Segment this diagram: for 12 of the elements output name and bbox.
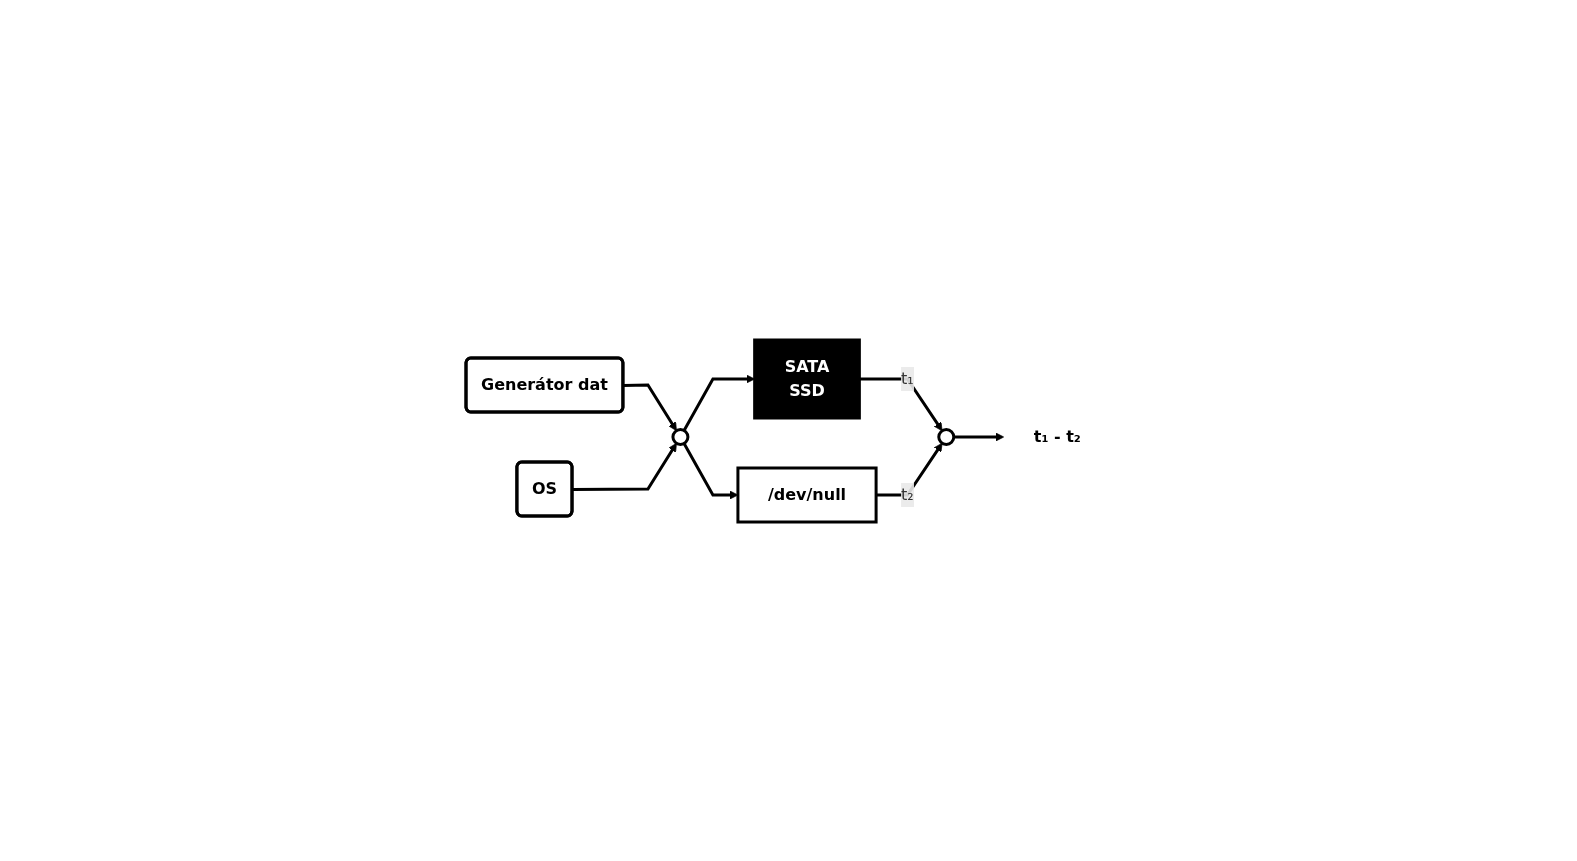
node-box: /dev/null: [736, 466, 878, 523]
node-circle: [671, 427, 690, 446]
arrow: [859, 377, 943, 431]
arrow: [953, 432, 1005, 441]
node-circle: [937, 427, 956, 446]
edge-label: t₁: [901, 368, 914, 388]
arrow: [623, 383, 677, 431]
node-box: SATA SSD: [753, 338, 861, 419]
edge-label: t₂: [901, 484, 914, 504]
arrow: [572, 442, 677, 491]
arrow: [876, 442, 943, 496]
node-text: t₁ - t₂: [1033, 426, 1081, 446]
